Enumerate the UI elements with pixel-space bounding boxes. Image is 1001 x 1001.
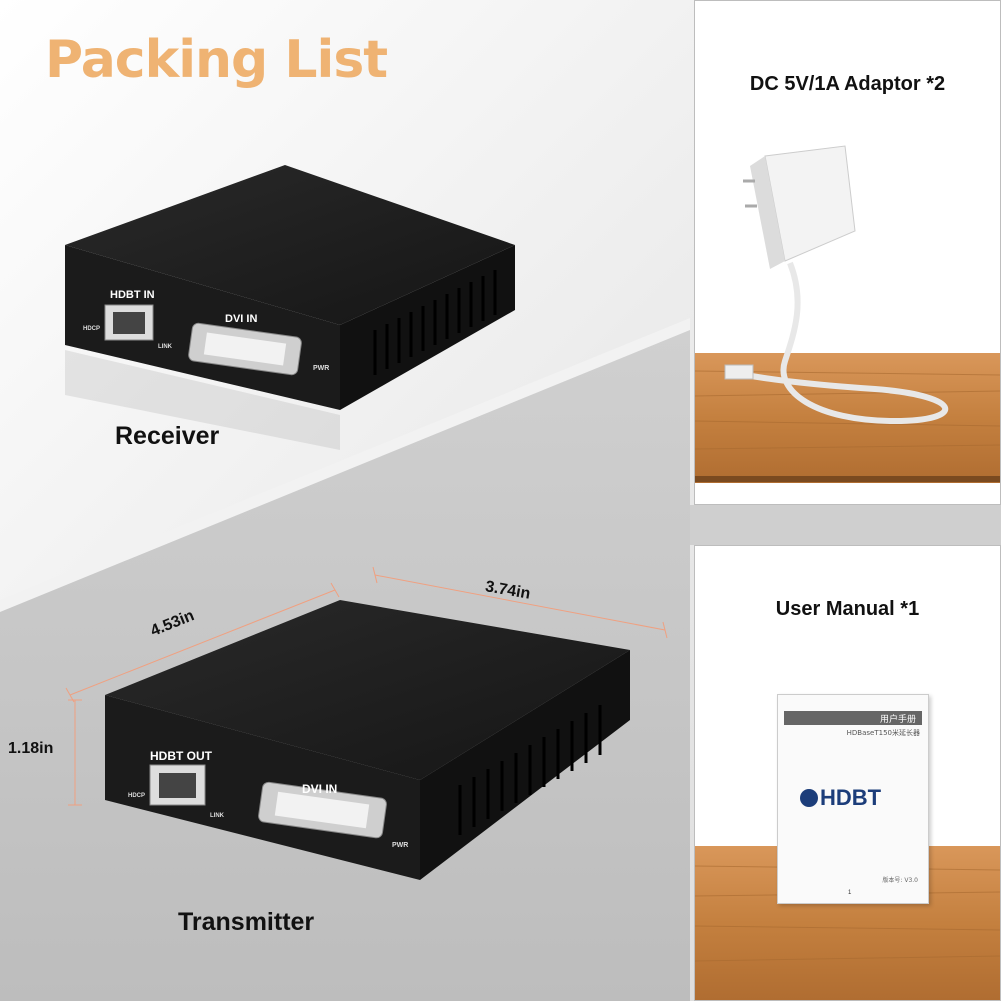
transmitter-hdcp-label: HDCP xyxy=(128,793,145,799)
manual-panel: User Manual *1 用户手册 HDBaseT150米延长器 HDBT … xyxy=(694,545,1001,1001)
transmitter-pwr-label: PWR xyxy=(392,842,408,849)
manual-page-number: 1 xyxy=(848,890,852,896)
receiver-link-label: LINK xyxy=(158,344,173,350)
user-manual-booklet: 用户手册 HDBaseT150米延长器 HDBT 版本号: V3.0 1 xyxy=(777,694,929,904)
adaptor-label: DC 5V/1A Adaptor *2 xyxy=(749,73,946,95)
manual-logo-text: HDBT xyxy=(820,785,882,810)
hdbt-logo-icon xyxy=(800,789,818,807)
receiver-hdcp-label: HDCP xyxy=(83,326,100,332)
receiver-hdbt-port-label: HDBT IN xyxy=(110,289,155,301)
adaptor-panel: DC 5V/1A Adaptor *2 xyxy=(694,0,1001,505)
receiver-pwr-label: PWR xyxy=(313,365,329,372)
manual-header-bar: 用户手册 xyxy=(784,711,922,725)
receiver-device: HDBT IN DVI IN HDCP LINK PWR xyxy=(65,165,515,450)
transmitter-hdbt-port-label: HDBT OUT xyxy=(150,749,213,763)
manual-header-text: 用户手册 xyxy=(879,715,916,725)
transmitter-dvi-port-label: DVI IN xyxy=(302,782,337,796)
manual-logo: HDBT xyxy=(800,785,881,811)
transmitter-link-label: LINK xyxy=(210,813,225,819)
page-title: Packing List xyxy=(45,30,388,90)
manual-version: 版本号: V3.0 xyxy=(882,877,918,884)
manual-subtitle: HDBaseT150米延长器 xyxy=(846,729,920,737)
dimension-height: 1.18in xyxy=(8,740,54,757)
transmitter-label: Transmitter xyxy=(178,908,315,936)
receiver-label: Receiver xyxy=(115,422,220,450)
receiver-dvi-port-label: DVI IN xyxy=(225,313,257,325)
adaptor-image xyxy=(695,145,1000,483)
manual-label: User Manual *1 xyxy=(775,598,920,620)
